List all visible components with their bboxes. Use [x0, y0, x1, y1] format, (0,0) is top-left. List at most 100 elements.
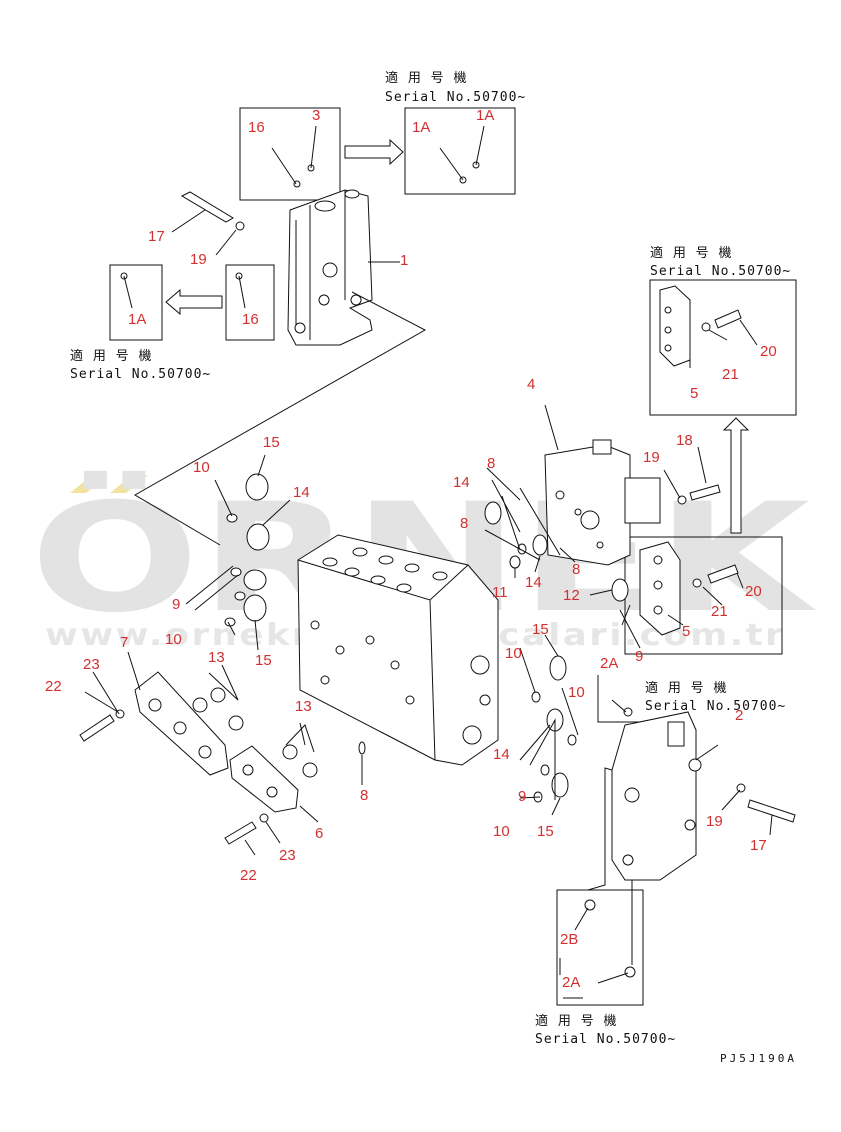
o-ring-13 — [228, 715, 244, 731]
o-ring-13 — [282, 744, 298, 760]
callout-17: 17 — [148, 228, 165, 245]
part-5-plate-alt — [639, 541, 739, 636]
callout-6: 6 — [315, 825, 323, 842]
bolt-shank — [689, 484, 721, 501]
callout-20: 20 — [760, 343, 777, 360]
main-port — [404, 563, 420, 573]
callout-21: 21 — [722, 366, 739, 383]
cover-port — [198, 745, 212, 759]
part-5-plate — [659, 285, 742, 367]
leader — [544, 404, 559, 451]
serial-note-jp: 適 用 号 機 — [535, 1013, 617, 1029]
seals — [192, 473, 629, 803]
leader — [667, 572, 744, 626]
o-ring-15 — [549, 655, 567, 681]
part-4-valve-block — [544, 439, 661, 566]
callout-8: 8 — [460, 515, 468, 532]
bolt-20 — [714, 309, 742, 329]
o-ring — [243, 569, 267, 591]
arrow-left — [165, 288, 223, 316]
main-port — [378, 555, 394, 565]
detail-box-bottom — [556, 889, 644, 1006]
detail-box-16-left — [225, 264, 275, 341]
callout-18: 18 — [676, 432, 693, 449]
callout-2a: 2A — [600, 655, 618, 672]
callout-2: 2 — [735, 707, 743, 724]
plug-2a — [624, 966, 636, 978]
callout-23: 23 — [83, 656, 100, 673]
serial-note-top: 適 用 号 機 Serial No.50700~ — [385, 70, 525, 105]
callout-13: 13 — [295, 698, 312, 715]
o-ring-15 — [245, 473, 269, 501]
callout-20: 20 — [745, 583, 762, 600]
o-ring — [567, 734, 577, 746]
callout-8: 8 — [487, 455, 495, 472]
detail-box-top-right — [649, 279, 797, 416]
callouts: 1 1A 1A 1A 2 2A 2A 2B 3 4 5 5 6 7 8 8 8 … — [45, 107, 777, 991]
o-ring-10 — [531, 691, 541, 703]
callout-23: 23 — [279, 847, 296, 864]
section-port — [684, 819, 696, 831]
leader — [574, 699, 773, 984]
section-port — [624, 787, 640, 803]
callout-7: 7 — [120, 634, 128, 651]
leader — [663, 446, 707, 499]
leader — [123, 125, 485, 309]
callout-5: 5 — [682, 623, 690, 640]
watermark-accent-right — [110, 475, 148, 493]
block-solenoid — [624, 477, 661, 524]
o-ring-14 — [532, 534, 548, 556]
main-port-side — [470, 655, 490, 675]
callout-14: 14 — [453, 474, 470, 491]
callout-8: 8 — [572, 561, 580, 578]
cover-port — [173, 721, 187, 735]
detail-box-1a-left — [109, 264, 163, 341]
valve-port — [344, 189, 360, 199]
detail-bracket-2a — [597, 675, 642, 723]
leader-dash — [559, 958, 583, 999]
part-2-valve-section — [584, 707, 702, 978]
plate-hole — [664, 306, 672, 314]
plate-body — [659, 285, 691, 367]
main-port — [432, 571, 448, 581]
leader — [185, 454, 291, 651]
main-port — [344, 567, 360, 577]
callout-5: 5 — [690, 385, 698, 402]
main-port-face — [320, 675, 330, 685]
callout-22: 22 — [45, 678, 62, 695]
serial-note-en: Serial No.50700~ — [650, 264, 791, 279]
main-port — [396, 583, 412, 593]
cover-body — [229, 745, 299, 813]
part-1-valve-section — [120, 161, 480, 346]
plug-8 — [358, 741, 366, 755]
leader — [171, 209, 400, 263]
bolt-shank — [79, 714, 115, 742]
serial-note-bottom: 適 用 号 機 Serial No.50700~ — [535, 1013, 675, 1047]
o-ring-14 — [484, 501, 502, 525]
callout-9: 9 — [518, 788, 526, 805]
serial-note-left: 適 用 号 機 Serial No.50700~ — [70, 348, 210, 382]
part-6-cover — [229, 745, 299, 813]
leader — [484, 467, 561, 561]
serial-note-en: Serial No.50700~ — [645, 699, 786, 714]
callout-10: 10 — [505, 645, 522, 662]
valve-port — [314, 200, 336, 212]
block-cap — [592, 439, 612, 455]
washer-19 — [235, 221, 245, 231]
o-ring-14 — [246, 523, 270, 551]
o-ring-10 — [226, 513, 238, 523]
callout-14: 14 — [493, 746, 510, 763]
callout-17: 17 — [750, 837, 767, 854]
block-body — [544, 444, 631, 566]
callout-12: 12 — [563, 587, 580, 604]
leader-frame — [587, 767, 633, 965]
part-7-cover — [134, 671, 229, 776]
main-body-edges — [297, 559, 469, 761]
serial-note-right-mid: 適 用 号 機 Serial No.50700~ — [645, 680, 786, 714]
plate-hole — [653, 605, 663, 615]
callout-1a: 1A — [412, 119, 430, 136]
callout-10: 10 — [165, 631, 182, 648]
callout-15: 15 — [263, 434, 280, 451]
leader — [514, 547, 613, 596]
